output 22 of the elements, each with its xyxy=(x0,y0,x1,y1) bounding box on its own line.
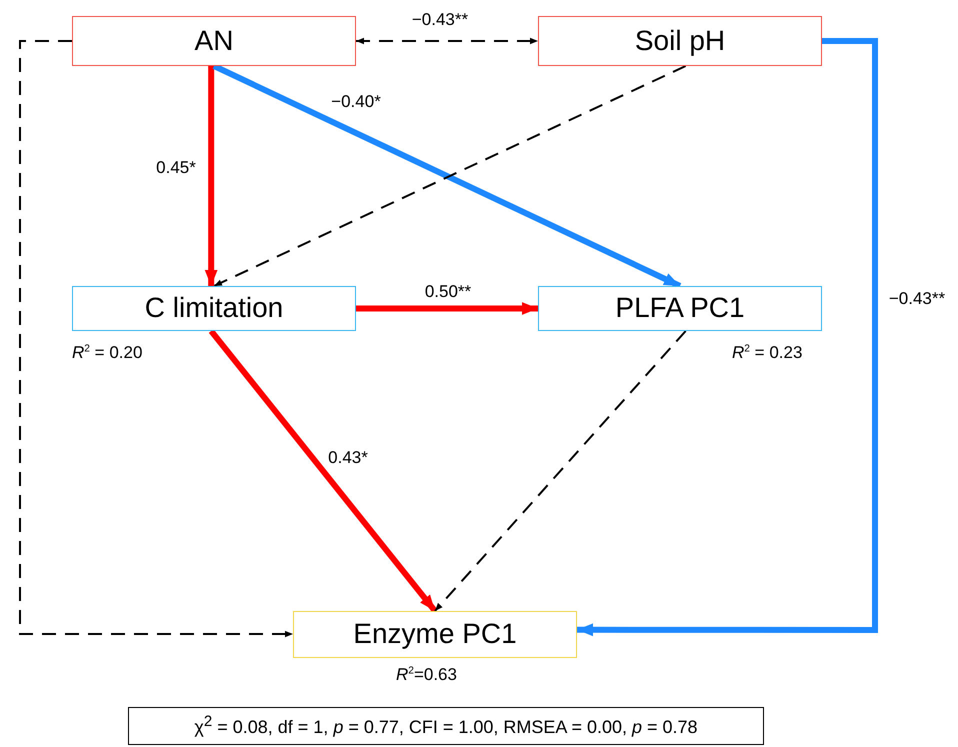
variable-name: Soil pH xyxy=(634,26,726,56)
variable-name: AN xyxy=(194,26,234,56)
dashed-arrow xyxy=(356,38,538,44)
variable-name: Enzyme PC1 xyxy=(353,619,517,650)
variable-box xyxy=(538,16,822,66)
path-arrow xyxy=(204,66,218,286)
variable-box xyxy=(293,611,577,658)
path-arrow xyxy=(356,302,538,315)
r-squared-value: R$^{2}$ = 0.23 xyxy=(732,343,802,363)
variable-box xyxy=(72,286,356,331)
variable-box xyxy=(538,286,822,331)
dashed-arrow xyxy=(19,40,293,638)
variable-name: PLFA PC1 xyxy=(615,293,745,324)
variable-name: χ$^{2}$ = 0.08, df = 1, p = 0.77, CFI = 1.00, RMSEA = 0.00, p = 0.78 xyxy=(194,714,698,738)
r-squared-value: R$^{2}$=0.63 xyxy=(396,665,457,685)
variable-name: C limitation xyxy=(144,293,284,324)
variable-box xyxy=(72,16,356,66)
dashed-arrow xyxy=(434,330,686,612)
r-squared-value: R$^{2}$ = 0.20 xyxy=(72,343,142,363)
path-arrow xyxy=(208,329,438,613)
path-arrow xyxy=(577,38,878,636)
fit-statistics-box xyxy=(128,707,764,745)
